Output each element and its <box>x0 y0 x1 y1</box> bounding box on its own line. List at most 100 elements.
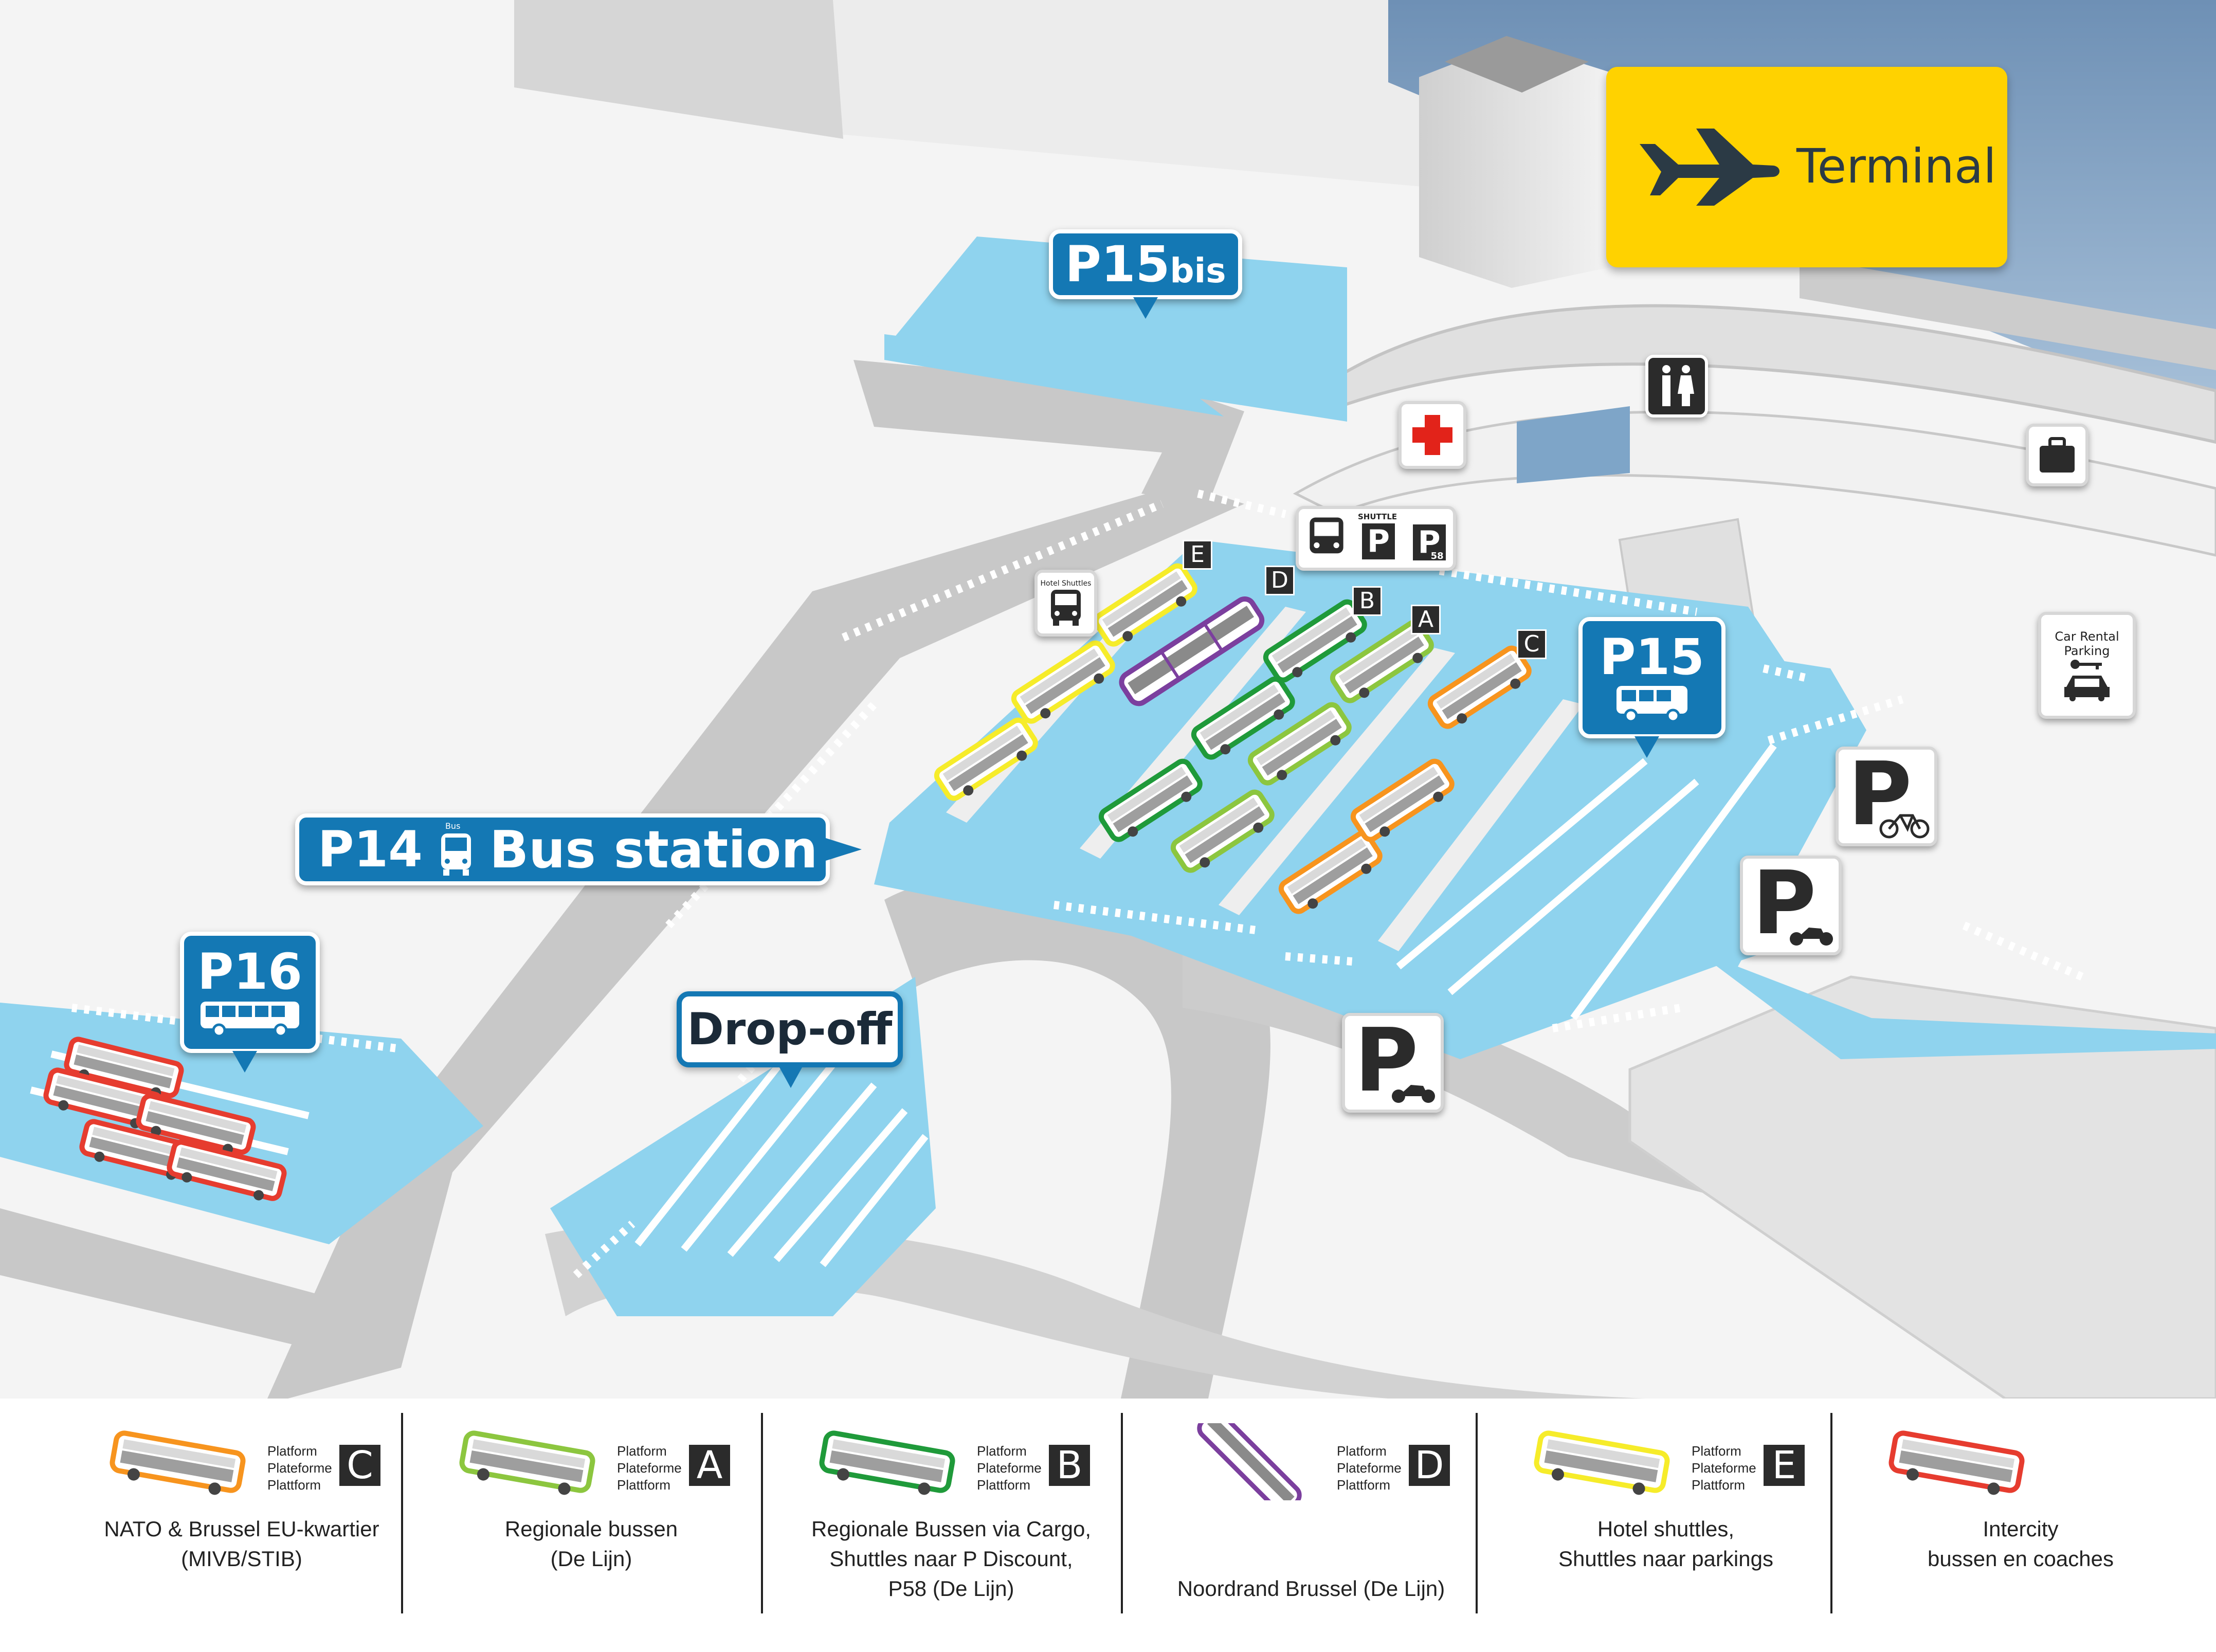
legend-bus-icon <box>1534 1430 1670 1495</box>
dropoff-label: Drop-off <box>687 1004 893 1055</box>
legend-separator <box>1121 1413 1123 1613</box>
terminal-sign: Terminal <box>1606 67 2007 267</box>
p16-label: P16 <box>197 943 302 1001</box>
p15bis-suffix: bis <box>1170 250 1226 291</box>
first-aid-sign <box>1398 401 1466 469</box>
light-green-bus <box>1170 789 1275 873</box>
terminal-roof-strip <box>1800 257 2216 370</box>
legend-platform-line: Plateforme <box>1692 1460 1756 1476</box>
legend-platform-line: Plateforme <box>617 1460 682 1476</box>
legend-platform-line: Plattform <box>1692 1477 1746 1493</box>
key-icon <box>2070 660 2102 669</box>
terminal-dome <box>1419 41 1609 288</box>
p14-bus-station-sign: P14 Bus Bus station <box>295 813 862 885</box>
legend-description-line: (De Lijn) <box>550 1547 632 1571</box>
orange-bus <box>1278 830 1383 914</box>
motorcycle-icon <box>1392 1085 1435 1103</box>
legend-platform-line: Plattform <box>977 1477 1031 1493</box>
terminal-left-building <box>514 0 843 139</box>
terminal-dome-top <box>1445 36 1589 93</box>
legend-tram-icon <box>1197 1423 1302 1500</box>
legend-description: Regionale bussen (De Lijn) <box>422 1514 761 1574</box>
platform-letter-b: B <box>1352 586 1382 616</box>
motorcycle-parking-sign-1: P <box>1740 852 1842 955</box>
legend-description-line: NATO & Brussel EU-kwartier <box>104 1517 379 1541</box>
legend-platform-letter: D <box>1409 1445 1450 1486</box>
legend-description-line: Intercity <box>1983 1517 2059 1541</box>
legend-description-line: (MIVB/STIB) <box>181 1547 302 1571</box>
yellow-bus <box>1093 563 1197 647</box>
legend-platform-line: Plattform <box>1337 1477 1391 1493</box>
light-green-bus <box>1247 702 1352 786</box>
dropoff-pointer <box>779 1067 802 1088</box>
legend-bus-icon <box>459 1430 595 1495</box>
bus-icon <box>1616 686 1687 723</box>
car-rental-caption-1: Car Rental <box>2055 629 2119 644</box>
road-loop <box>884 873 1270 1399</box>
p58-letter: P <box>1418 524 1441 560</box>
bus-icon <box>1310 517 1343 554</box>
legend-background <box>0 1399 2216 1652</box>
legend-description-line: bussen en coaches <box>1928 1547 2114 1571</box>
legend-description: Noordrand Brussel (De Lijn) <box>1141 1514 1481 1604</box>
platform-letter-d: D <box>1265 566 1295 595</box>
legend-description-line <box>1141 1514 1481 1544</box>
hotel-shuttles-caption: Hotel Shuttles <box>1040 579 1092 588</box>
legend-description-line: Hotel shuttles, <box>1597 1517 1735 1541</box>
p16-sign: P16 <box>180 932 320 1073</box>
legend-platform-line: Plattform <box>267 1477 321 1493</box>
orange-bus <box>1427 645 1532 729</box>
legend-platform-line: Plattform <box>617 1477 671 1493</box>
legend-description-line: Regionale bussen <box>504 1517 678 1541</box>
shuttle-p-block: SHUTTLE P <box>1358 512 1398 561</box>
bicycle-parking-sign: P <box>1836 743 1937 846</box>
red-coach <box>167 1139 287 1201</box>
legend-description: Regionale Bussen via Cargo,Shuttles naar… <box>782 1514 1121 1604</box>
legend-separator <box>401 1413 403 1613</box>
shuttle-p-tile: P <box>1361 523 1395 559</box>
shuttle-caption: SHUTTLE <box>1357 512 1397 521</box>
legend-separator <box>1476 1413 1478 1613</box>
terminal-entrance <box>1517 406 1630 483</box>
p14-bus-icon-wrap: Bus <box>438 821 474 878</box>
purple-tram <box>1119 596 1265 706</box>
building-right <box>1628 975 2216 1400</box>
terminal-label: Terminal <box>1796 139 1996 194</box>
road-left <box>0 1208 391 1368</box>
legend-platform-line: Platform <box>617 1443 667 1459</box>
red-coach <box>43 1067 164 1129</box>
platform-letter-c: C <box>1517 629 1547 659</box>
legend-platform-line: Platform <box>1692 1443 1741 1459</box>
yellow-bus <box>1011 640 1115 724</box>
legend-platform-line: Plateforme <box>267 1460 332 1476</box>
car-rental-caption-2: Parking <box>2064 644 2110 658</box>
legend-description: NATO & Brussel EU-kwartier (MIVB/STIB) <box>72 1514 411 1574</box>
legend-description-line <box>1141 1544 1481 1574</box>
legend-description: Hotel shuttles,Shuttles naar parkings <box>1496 1514 1836 1574</box>
legend-platform-line: Plateforme <box>977 1460 1042 1476</box>
legend-separator <box>1830 1413 1832 1613</box>
bus-icon <box>441 833 471 876</box>
legend-platform-letter: E <box>1764 1445 1805 1486</box>
platform-letter-e: E <box>1183 540 1212 570</box>
p58-tile: P 58 <box>1412 524 1446 561</box>
p14-label: Bus station <box>489 819 818 880</box>
legend-platform-letter: A <box>689 1445 730 1486</box>
bus-icon <box>1051 590 1081 626</box>
legend-bus-icon <box>819 1430 955 1495</box>
yellow-bus <box>934 717 1038 801</box>
legend-platform-letter: C <box>339 1445 380 1486</box>
legend-bus-icon <box>110 1430 246 1495</box>
road-right-curve <box>1183 951 1722 1198</box>
vehicles <box>43 563 1532 1201</box>
p14-code: P14 <box>318 821 423 878</box>
red-coach <box>136 1093 256 1155</box>
legend-description: Intercity bussen en coaches <box>1851 1514 2190 1574</box>
